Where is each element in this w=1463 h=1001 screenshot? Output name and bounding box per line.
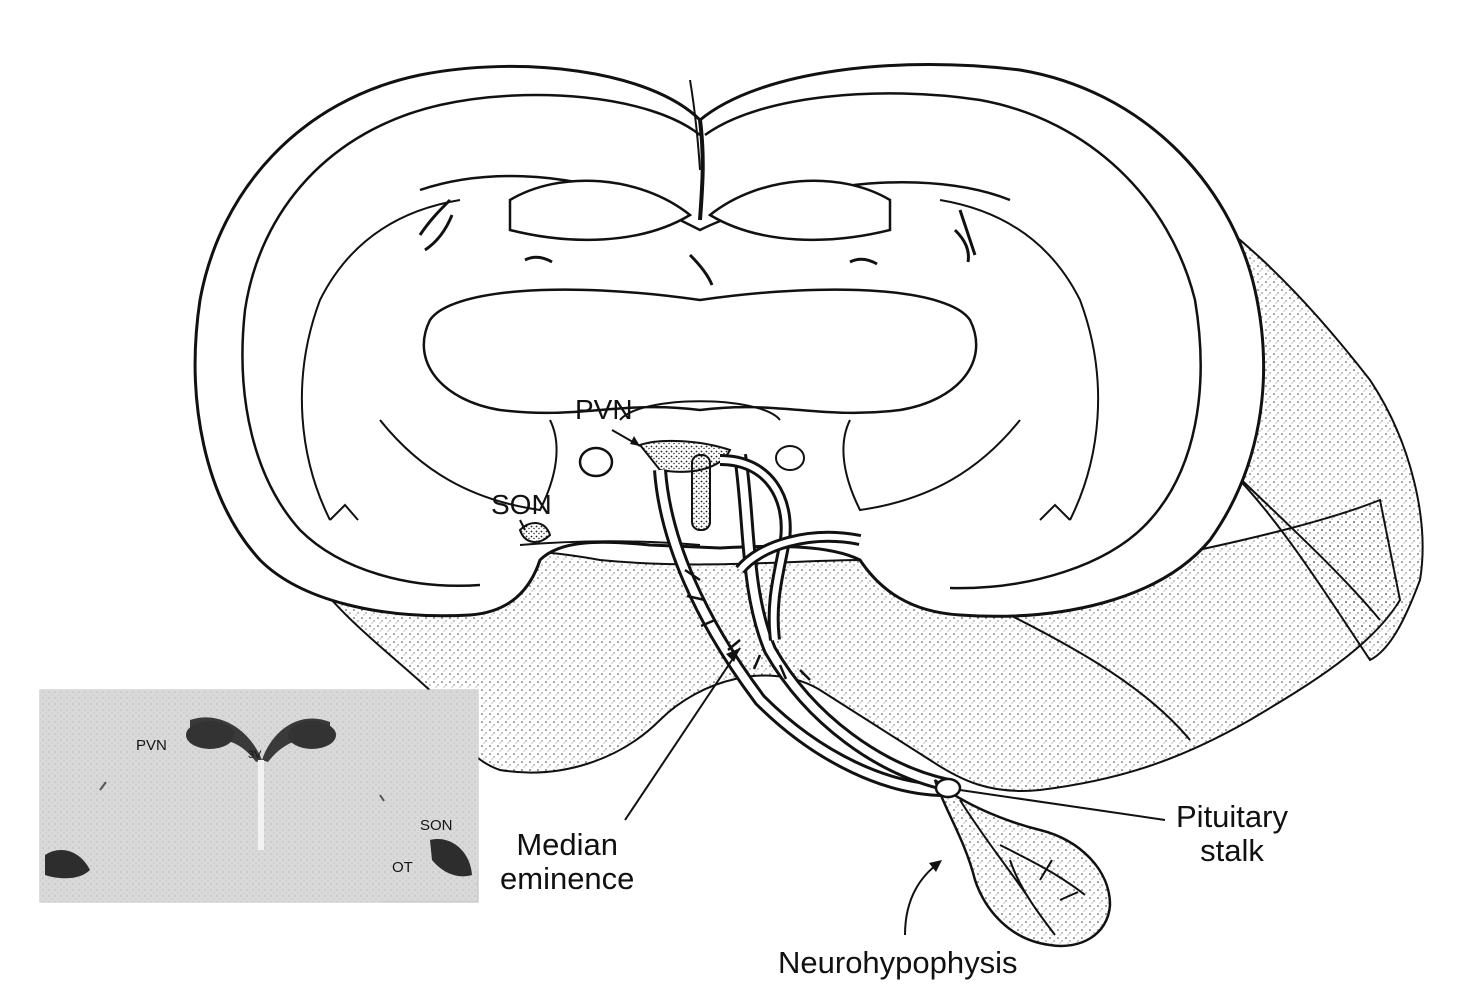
pituitary-stalk-label: Pituitary stalk [1176, 799, 1288, 869]
pituitary-stalk-label-line1: Pituitary [1176, 799, 1288, 834]
pituitary-structures [933, 777, 1112, 948]
pvn-label: PVN [575, 394, 633, 425]
son-label: SON [491, 489, 552, 520]
median-eminence-label: Median eminence [500, 827, 635, 897]
inset-son-label: SON [420, 817, 453, 834]
median-eminence-label-line1: Median [516, 827, 619, 862]
median-eminence-label-line2: eminence [500, 861, 635, 897]
inset-third-ventricle-label: 3V [248, 749, 262, 761]
pituitary-stalk-label-line2: stalk [1200, 833, 1264, 869]
neurohypophysis-label: Neurohypophysis [778, 945, 1018, 980]
neurosecretory-tract [518, 439, 950, 797]
annotation-leaders [519, 429, 1166, 936]
internal-structures [300, 174, 1100, 546]
inset-pvn-label: PVN [136, 737, 167, 754]
histology-inset [39, 689, 479, 903]
inset-ot-label: OT [392, 859, 413, 876]
